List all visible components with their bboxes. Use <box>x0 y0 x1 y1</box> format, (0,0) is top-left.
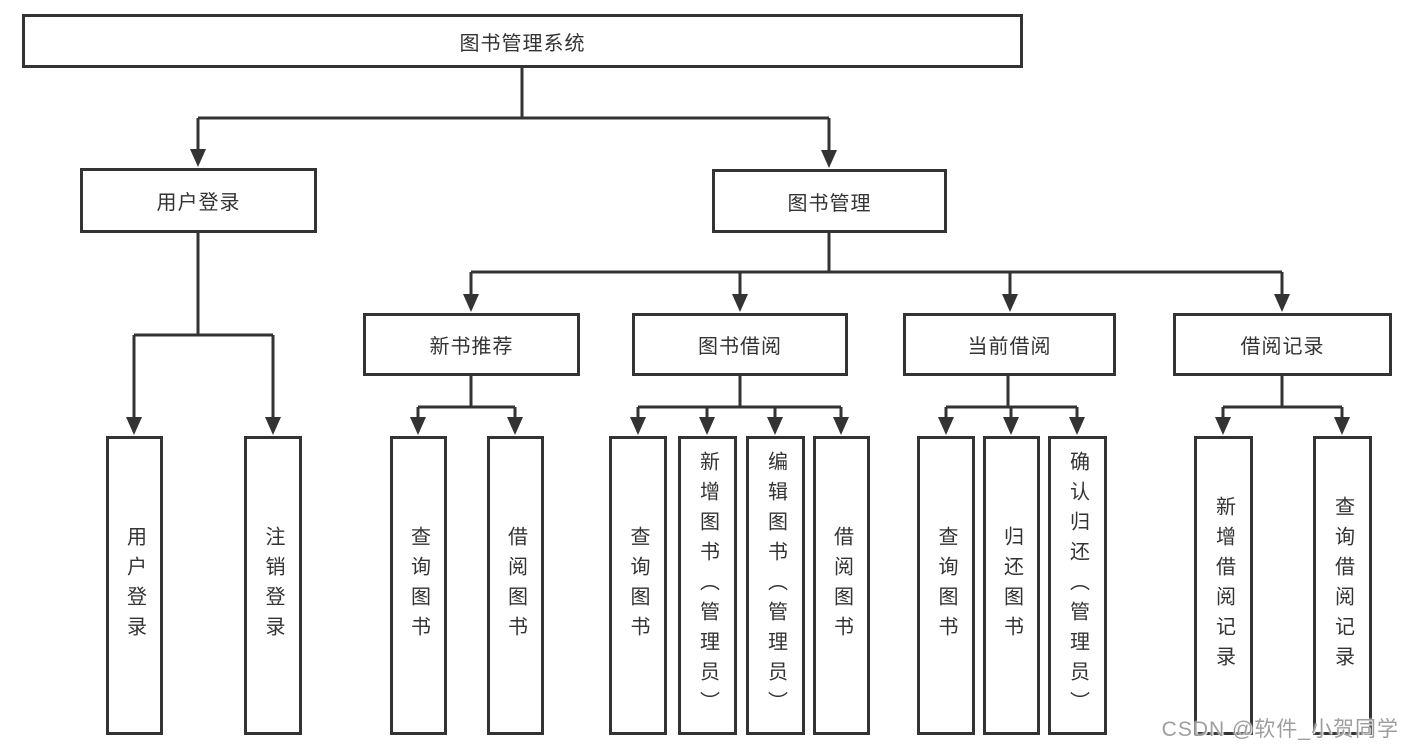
leaf-query-borrow-record: 查询借阅记录 <box>1313 436 1372 735</box>
node-label: 查询借阅记录 <box>1331 495 1354 676</box>
node-book-management: 图书管理 <box>712 169 947 233</box>
node-label: 查询图书 <box>627 525 649 646</box>
node-book-borrowing: 图书借阅 <box>632 313 848 376</box>
node-current-borrowing: 当前借阅 <box>903 313 1116 376</box>
node-label: 借阅图书 <box>504 525 527 646</box>
leaf-add-books-admin: 新增图书（管理员） <box>678 436 737 735</box>
leaf-borrow-books-borrowing: 借阅图书 <box>813 436 870 735</box>
leaf-logout: 注销登录 <box>244 436 302 735</box>
node-label: 图书管理 <box>787 192 872 215</box>
node-user-login: 用户登录 <box>80 168 317 233</box>
node-label: 借阅图书 <box>830 525 853 646</box>
leaf-edit-books-admin: 编辑图书（管理员） <box>746 436 805 735</box>
node-label: 查询图书 <box>935 525 957 646</box>
node-label: 注销登录 <box>262 525 284 646</box>
node-new-book-recommend: 新书推荐 <box>363 313 580 376</box>
leaf-confirm-return-admin: 确认归还（管理员） <box>1048 436 1107 735</box>
node-borrowing-records: 借阅记录 <box>1173 313 1392 376</box>
node-label: 当前借阅 <box>967 336 1052 358</box>
csdn-watermark: CSDN @软件_小贺同学 <box>1161 718 1399 741</box>
leaf-query-books-recommend: 查询图书 <box>390 436 447 735</box>
node-label: 新增图书（管理员） <box>696 450 719 721</box>
leaf-query-books-current: 查询图书 <box>917 436 975 735</box>
leaf-return-books: 归还图书 <box>983 436 1040 735</box>
leaf-user-login: 用户登录 <box>106 436 163 735</box>
node-label: 借阅记录 <box>1240 336 1325 358</box>
node-label: 用户登录 <box>156 192 241 214</box>
node-label: 图书管理系统 <box>459 32 586 55</box>
node-label: 编辑图书（管理员） <box>764 450 787 721</box>
node-label: 图书借阅 <box>698 336 782 358</box>
leaf-add-borrow-record: 新增借阅记录 <box>1194 436 1253 735</box>
node-label: 确认归还（管理员） <box>1066 450 1089 721</box>
leaf-borrow-books-recommend: 借阅图书 <box>487 436 544 735</box>
leaf-query-books-borrowing: 查询图书 <box>609 436 667 735</box>
node-label: 新增借阅记录 <box>1212 495 1235 676</box>
node-label: 新书推荐 <box>429 336 514 358</box>
arrowheads <box>126 149 1350 435</box>
node-label: 归还图书 <box>1000 525 1023 646</box>
node-root-system: 图书管理系统 <box>22 14 1023 68</box>
node-label: 查询图书 <box>407 525 430 646</box>
node-label: 用户登录 <box>123 525 146 646</box>
